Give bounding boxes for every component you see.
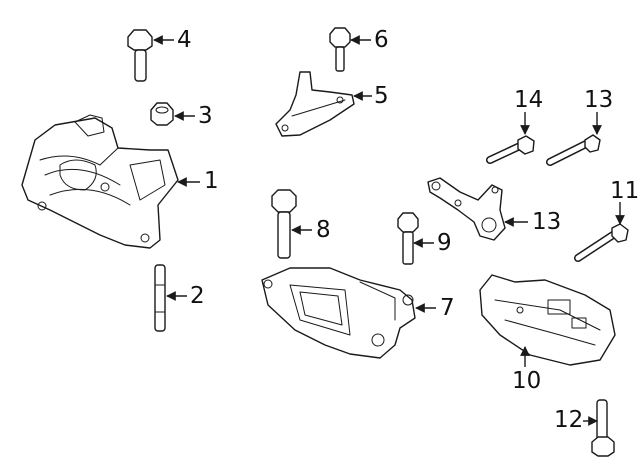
part-6-small-bolt: [329, 27, 351, 72]
part-7-transmission-mount: [261, 267, 416, 359]
callout-5: 5: [374, 83, 389, 109]
part-9-bolt: [397, 212, 419, 265]
callout-10: 10: [512, 368, 542, 394]
callout-3: 3: [198, 103, 213, 129]
callout-13-upper: 13: [584, 87, 614, 113]
callout-4: 4: [177, 27, 192, 53]
part-13-link-arm: [427, 177, 506, 241]
part-10-mount-bracket: [479, 274, 616, 366]
callout-7: 7: [440, 295, 455, 321]
part-12-bolt: [591, 399, 615, 457]
part-8-long-bolt: [271, 189, 297, 259]
callout-2: 2: [190, 283, 205, 309]
callout-8: 8: [316, 217, 331, 243]
part-3-nut: [150, 102, 174, 126]
callout-11: 11: [610, 178, 640, 204]
part-11-angled-bolt: [574, 223, 629, 262]
callout-14: 14: [514, 87, 544, 113]
part-5-bracket: [275, 71, 355, 137]
callout-6: 6: [374, 27, 389, 53]
callout-1: 1: [204, 168, 219, 194]
callout-12: 12: [554, 407, 584, 433]
part-14-angled-bolt: [486, 135, 535, 164]
part-1-engine-mount-bracket: [21, 114, 179, 249]
callout-9: 9: [437, 230, 452, 256]
part-4-bolt: [127, 29, 153, 82]
part-2-stud: [154, 264, 166, 332]
callout-13-lower: 13: [532, 209, 562, 235]
part-13-angled-bolt: [546, 134, 601, 166]
